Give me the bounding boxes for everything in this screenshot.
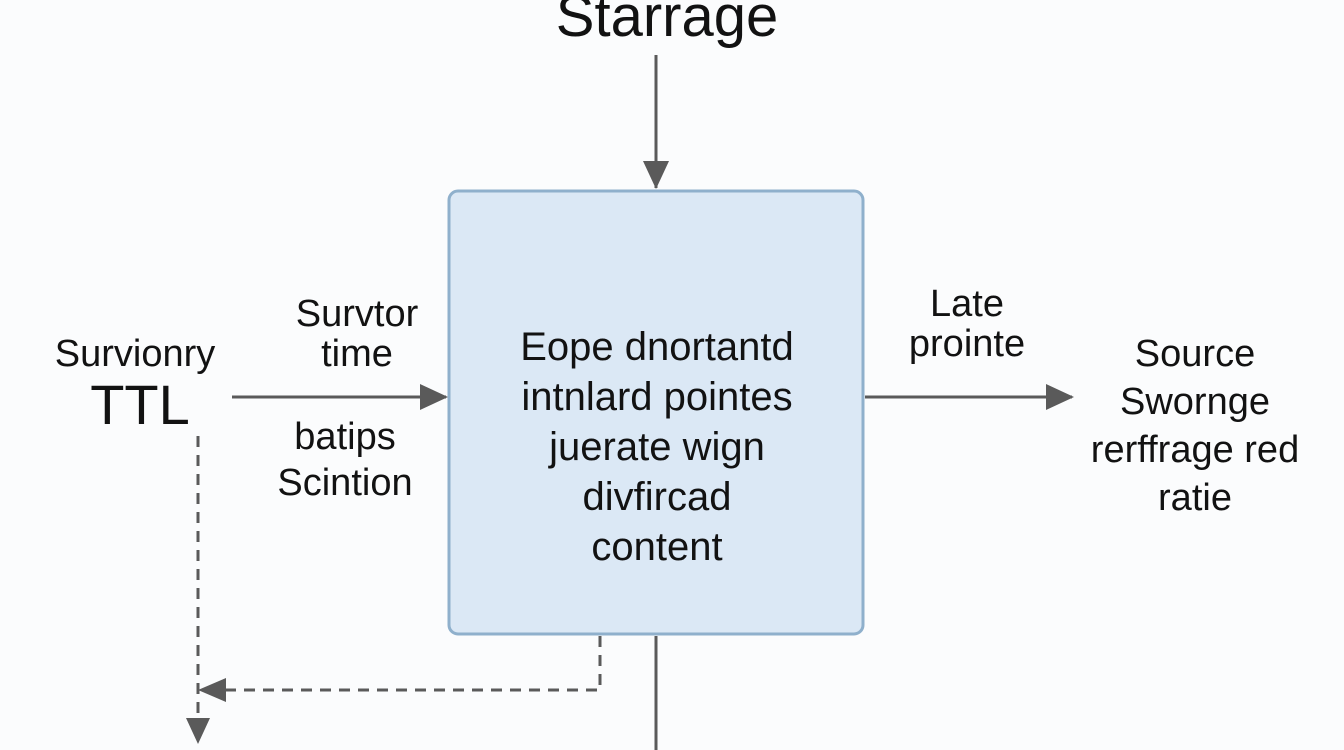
process-box (447, 189, 865, 636)
right-node-line: rerffrage red (1090, 429, 1300, 471)
output-edge-line: prointe (908, 323, 1026, 365)
ttl-arrow-head (186, 718, 210, 744)
top-arrow-head (643, 161, 669, 189)
input-edge-bottom-line: Scintion (277, 462, 413, 504)
process-box-text: Eope dnortantd intnlard pointes juerate … (452, 322, 862, 572)
feedback-dashed-path (205, 636, 602, 692)
input-edge-bottom-label: batips Scintion (250, 414, 440, 506)
input-edge-top-label: Survtor time (262, 294, 452, 374)
input-edge-top-line: Survtor (295, 293, 419, 335)
left-node-ttl: TTL (90, 373, 190, 436)
box-text-line: content (591, 525, 723, 569)
right-node-line: Swornge (1120, 381, 1270, 423)
left-node-label: Survionry (54, 333, 216, 375)
feedback-arrow-head (198, 678, 226, 702)
output-arrow-head (1046, 384, 1074, 410)
diagram-title: Starrage (555, 0, 779, 49)
box-text-line: Eope dnortantd (520, 325, 794, 369)
input-edge-top-line: time (321, 333, 393, 375)
output-edge-line: Late (930, 283, 1004, 325)
box-text-line: juerate wign (549, 425, 765, 469)
input-arrow-head (420, 384, 448, 410)
output-edge-label: Late prointe (882, 284, 1052, 364)
right-node-line: Source (1134, 333, 1256, 375)
right-node-label: Source Swornge rerffrage red ratie (1060, 330, 1330, 522)
box-text-line: divfircad (582, 475, 732, 519)
box-text-line: intnlard pointes (521, 375, 793, 419)
input-edge-bottom-line: batips (294, 416, 396, 458)
right-node-line: ratie (1158, 477, 1232, 519)
